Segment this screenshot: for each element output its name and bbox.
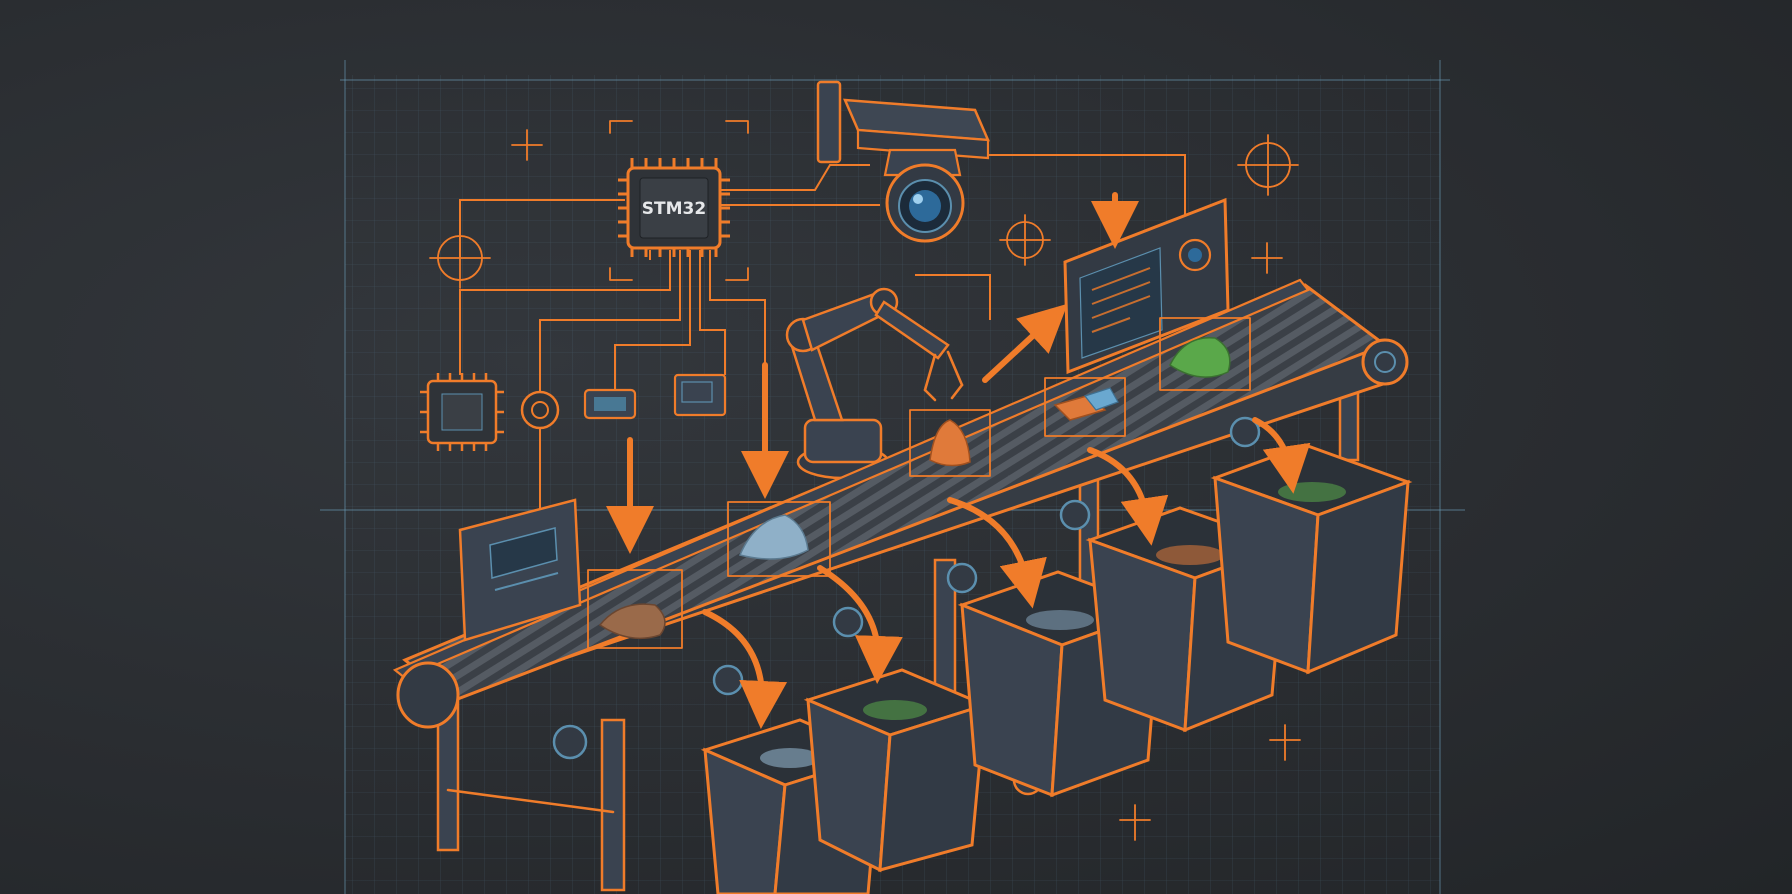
crosshair-icon <box>429 129 1301 841</box>
sensor-icon <box>520 373 727 430</box>
mcu-label: STM32 <box>642 199 706 219</box>
flow-arrows <box>606 192 1311 729</box>
detected-items <box>587 317 1251 649</box>
control-cabinet <box>458 498 582 642</box>
microcontroller-chip-icon <box>420 373 504 451</box>
monitor-icon <box>1063 197 1230 375</box>
camera-icon <box>816 80 990 243</box>
stm32-chip: STM32 <box>609 120 749 281</box>
signal-wires <box>459 154 1186 530</box>
